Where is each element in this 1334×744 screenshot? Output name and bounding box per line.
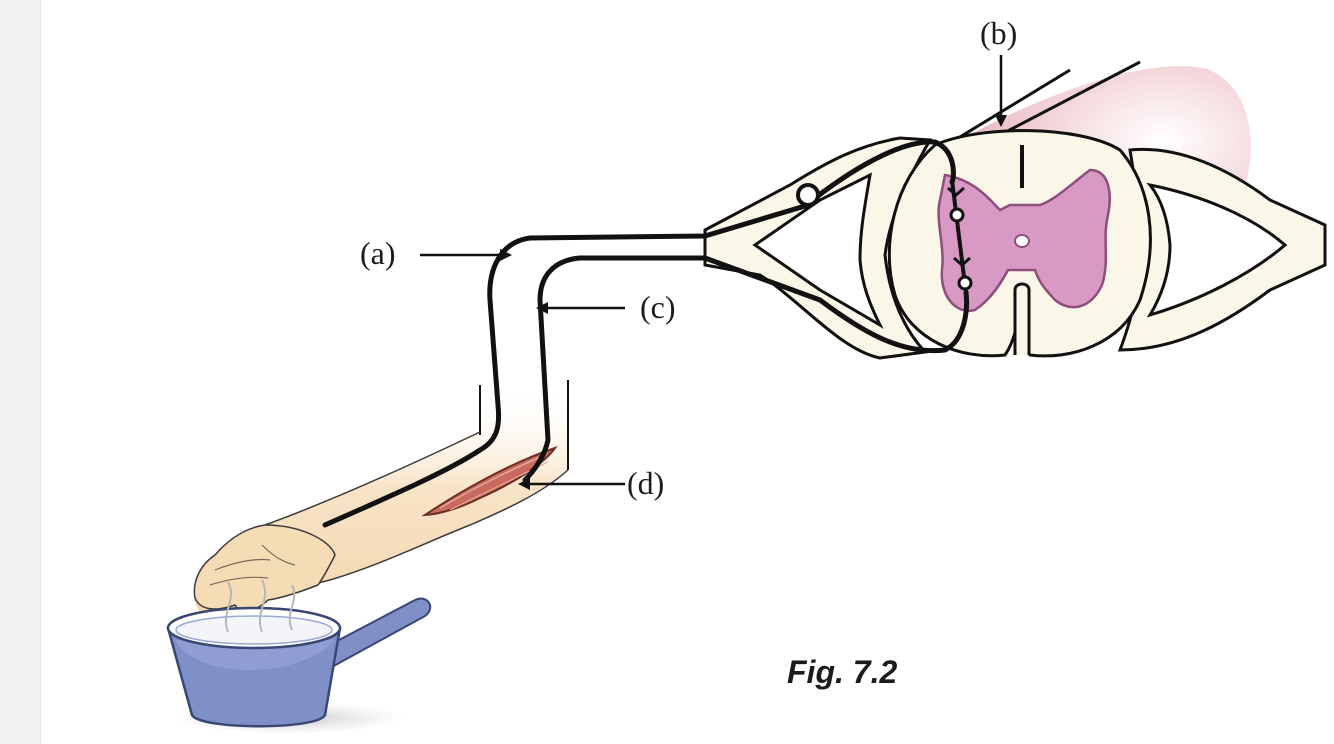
label-b: (b) <box>980 15 1017 51</box>
figure-caption: Fig. 7.2 <box>787 654 897 690</box>
label-c: (c) <box>640 289 676 325</box>
label-a: (a) <box>360 235 396 271</box>
label-d: (d) <box>627 465 664 501</box>
dorsal-root-ganglion <box>798 185 818 205</box>
